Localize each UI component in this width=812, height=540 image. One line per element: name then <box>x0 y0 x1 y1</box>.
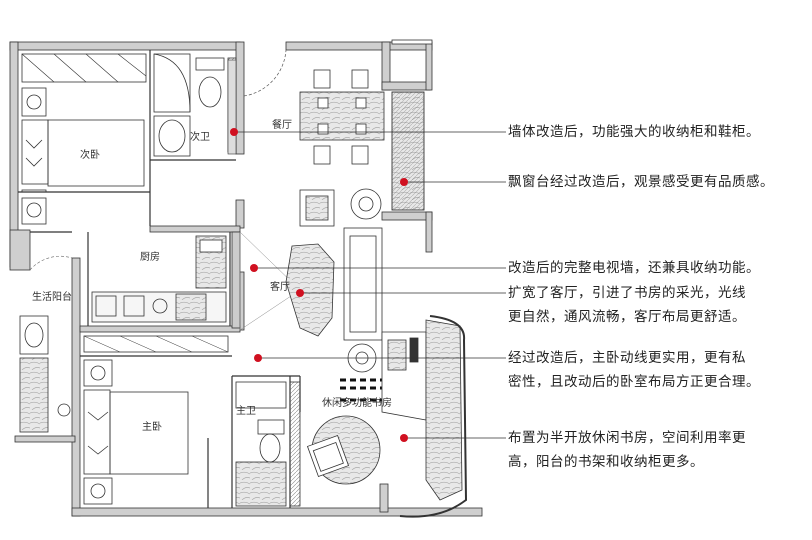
annotation-4-line-1: 扩宽了客厅，引进了书房的采光，光线 <box>508 285 746 301</box>
room-label-master-bedroom: 主卧 <box>142 420 162 433</box>
marker-4 <box>296 289 304 297</box>
room-label-balcony: 生活阳台 <box>32 290 72 303</box>
marker-5 <box>254 354 262 362</box>
room-label-bedroom2: 次卧 <box>80 148 100 161</box>
annotation-2-line-1: 飘窗台经过改造后，观景感受更有品质感。 <box>508 174 774 190</box>
annotation-4-line-2: 更自然，通风流畅，客厅布局更舒适。 <box>508 309 746 325</box>
annotation-6: 布置为半开放休闲书房，空间利用率更 高，阳台的书架和收纳柜更多。 <box>508 426 746 474</box>
annotation-1: 墙体改造后，功能强大的收纳柜和鞋柜。 <box>508 120 760 144</box>
annotation-5-line-2: 密性，且改动后的卧室布局方正更合理。 <box>508 374 760 390</box>
entry-door-arc <box>243 49 287 97</box>
master-bedroom-furniture <box>83 335 229 505</box>
room-label-master-bath: 主卫 <box>236 405 256 417</box>
bay-window <box>391 39 433 211</box>
room-label-kitchen: 厨房 <box>140 250 160 263</box>
annotation-3-line-1: 改造后的完整电视墙，还兼具收纳功能。 <box>508 260 760 276</box>
balcony-fixtures <box>19 315 71 433</box>
annotation-4: 扩宽了客厅，引进了书房的采光，光线 更自然，通风流畅，客厅布局更舒适。 <box>508 281 746 329</box>
annotation-6-line-2: 高，阳台的书架和收纳柜更多。 <box>508 454 704 470</box>
annotation-2: 飘窗台经过改造后，观景感受更有品质感。 <box>508 170 774 194</box>
study-furniture <box>306 315 468 518</box>
annotation-markers <box>230 128 408 442</box>
living-furniture <box>231 188 383 373</box>
kitchen-fixtures <box>91 235 227 323</box>
annotation-3: 改造后的完整电视墙，还兼具收纳功能。 <box>508 256 760 280</box>
room-label-dining: 餐厅 <box>272 118 292 131</box>
walls <box>9 41 483 517</box>
room-label-study: 休闲多功能书房 <box>322 396 392 409</box>
marker-3 <box>250 264 258 272</box>
bedroom2-furniture <box>21 53 147 225</box>
annotation-5: 经过改造后，主卧动线更实用，更有私 密性，且改动后的卧室布局方正更合理。 <box>508 346 760 394</box>
room-label-living: 客厅 <box>270 280 290 293</box>
dining-table <box>299 69 385 165</box>
balcony-door-arc <box>29 255 73 271</box>
shoe-cabinet <box>227 59 237 155</box>
marker-1 <box>230 128 238 136</box>
annotation-6-line-1: 布置为半开放休闲书房，空间利用率更 <box>508 430 746 446</box>
marker-6 <box>400 434 408 442</box>
room-label-bath2: 次卫 <box>190 130 210 143</box>
master-bath-fixtures <box>235 381 301 507</box>
annotation-1-line-1: 墙体改造后，功能强大的收纳柜和鞋柜。 <box>508 124 760 140</box>
leader-lines <box>234 131 506 439</box>
annotation-5-line-1: 经过改造后，主卧动线更实用，更有私 <box>508 350 746 366</box>
marker-2 <box>400 178 408 186</box>
